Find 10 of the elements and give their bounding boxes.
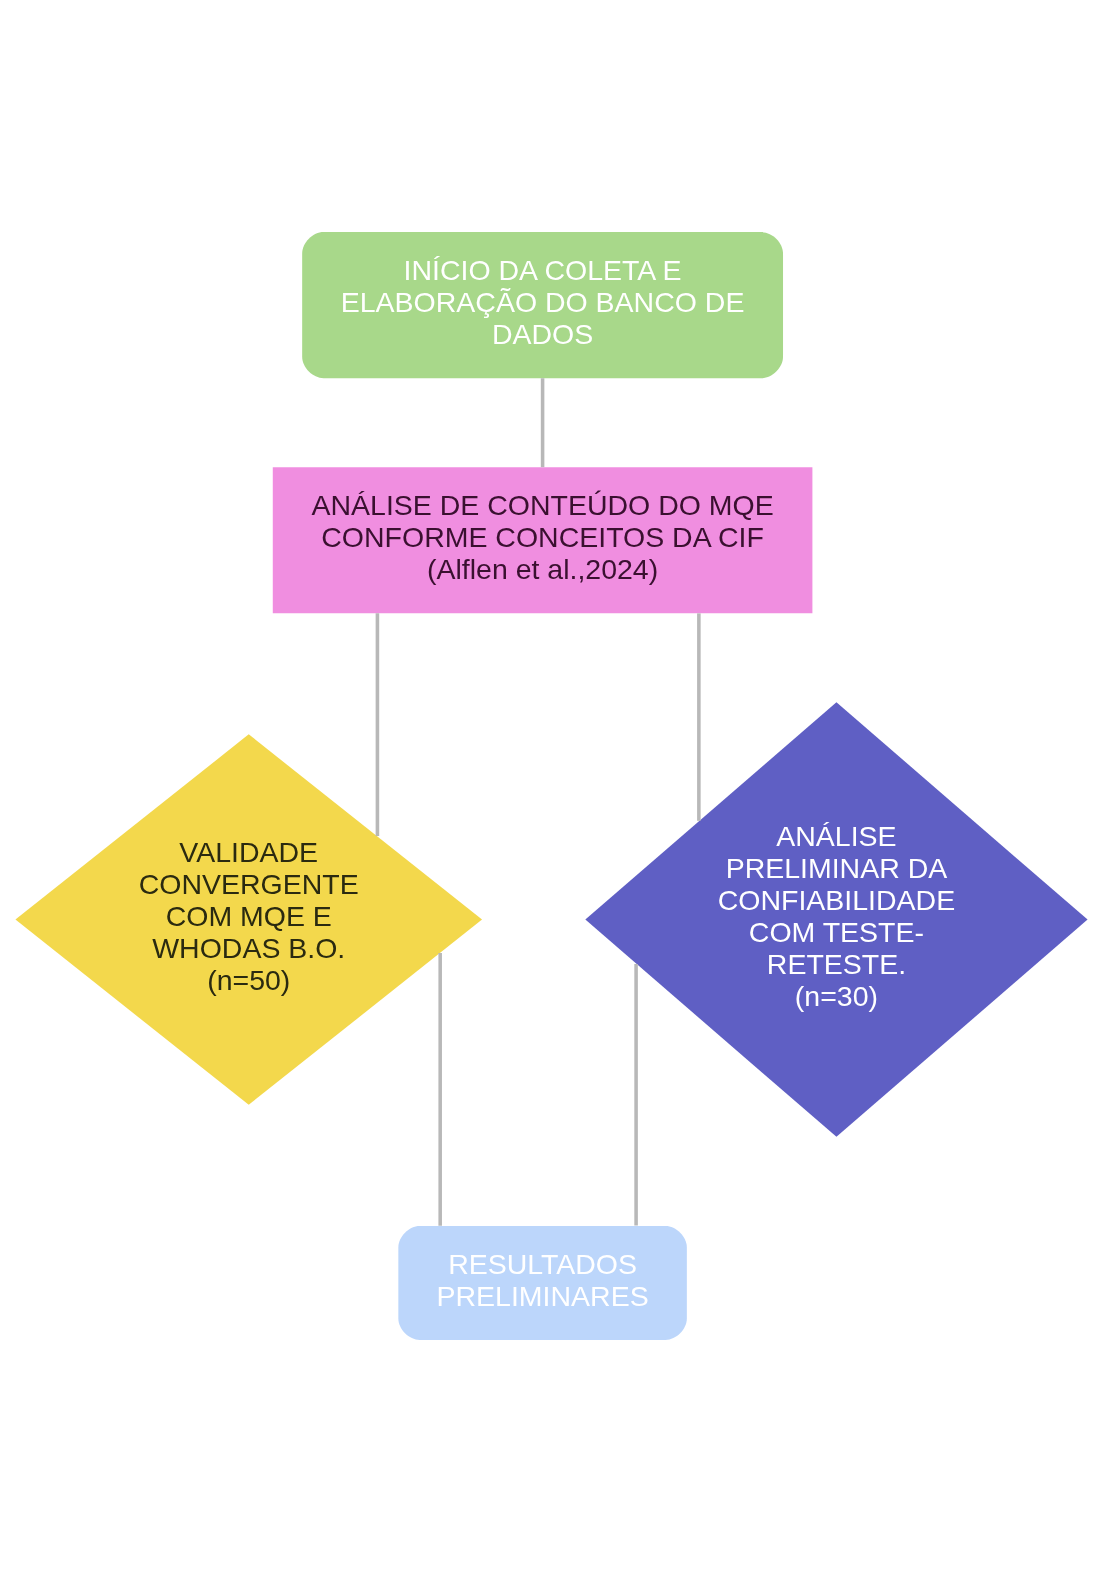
connector <box>540 377 545 467</box>
node-box: RESULTADOS PRELIMINARES <box>398 1225 687 1340</box>
connector <box>438 952 442 1226</box>
connector <box>697 612 701 821</box>
node-box: ANÁLISE DE CONTEÚDO DO MQE CONFORME CONCEITOS DA CIF (Alflen et al.,2024) <box>272 466 813 613</box>
connector <box>375 612 380 836</box>
node-diamond: ANÁLISE PRELIMINAR DA CONFIABILIDADE COM TESTE-RETESTE. (n=30) <box>585 701 1088 1137</box>
connector <box>634 963 638 1225</box>
node-diamond: VALIDADE CONVERGENTE COM MQE E WHODAS B.O. (n=50) <box>15 733 483 1105</box>
node-box: INÍCIO DA COLETA E ELABORAÇÃO DO BANCO DE DADOS <box>302 231 783 378</box>
